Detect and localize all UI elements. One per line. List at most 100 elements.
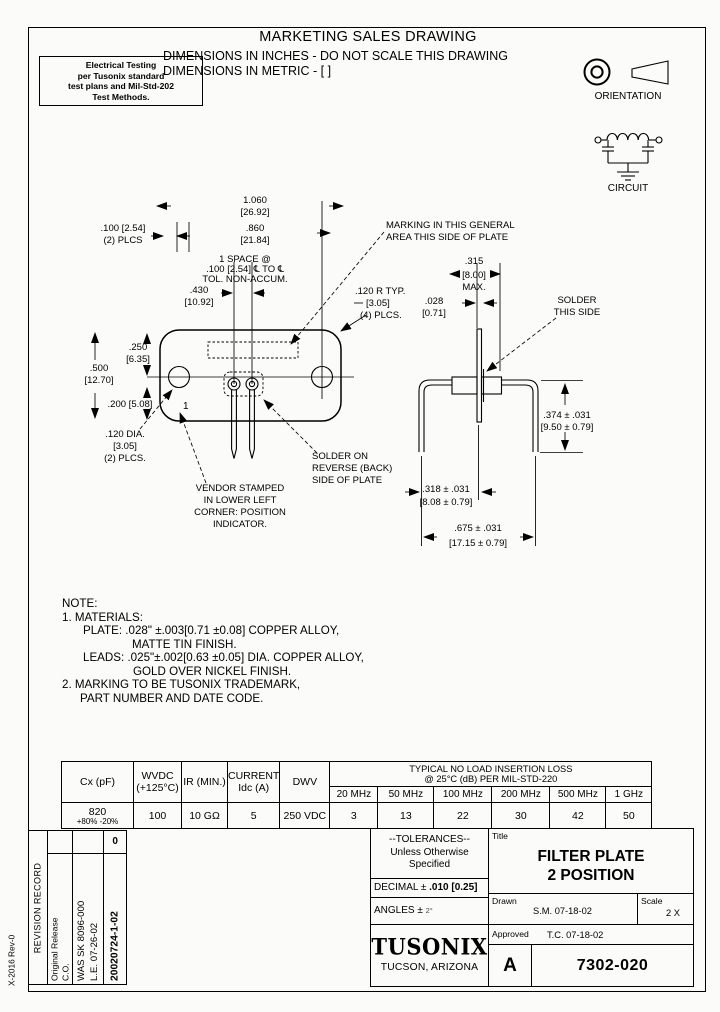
note-line: PLATE: .028" ±.003[0.71 ±0.08] COPPER AL… (83, 624, 340, 637)
logo-city: TUCSON, ARIZONA (380, 962, 479, 973)
tolerances-line: --TOLERANCES-- (389, 834, 470, 845)
test-note-line: per Tusonix standard (77, 70, 165, 81)
revision-description-line: C.O. (59, 962, 70, 981)
electrical-testing-note-box: Electrical Testing per Tusonix standard … (39, 56, 203, 106)
logo-cell: TUSONIX TUCSON, ARIZONA (371, 925, 489, 986)
cell-loss: 22 (433, 802, 493, 829)
technical-drawing: ORIENTATION CIRCUIT (84, 58, 669, 549)
dim-200: .200 [5.08] (108, 399, 153, 410)
cell-dwv: 250 VDC (279, 802, 331, 829)
note-title: NOTE: (62, 597, 98, 610)
vendor-note-line4: INDICATOR. (213, 519, 267, 530)
dim-374-in: .374 ± .031 (543, 410, 590, 421)
decimal-value: .010 [0.25] (429, 882, 478, 893)
scale-label: Scale (641, 896, 663, 906)
cell-current: 5 (226, 802, 281, 829)
drawn-cell: Drawn S.M. 07-18-02 (489, 894, 638, 925)
tolerances-cell: --TOLERANCES-- Unless Otherwise Specifie… (371, 829, 489, 879)
approved-label: Approved (492, 929, 529, 939)
dim-120r-line2: [3.05] (366, 298, 390, 309)
dim-374-mm: [9.50 ± 0.79] (541, 422, 594, 433)
dim-250-in: .250 (129, 342, 148, 353)
marking-note-line1: MARKING IN THIS GENERAL (386, 220, 515, 231)
page-title: MARKETING SALES DRAWING (259, 29, 477, 45)
form-number: X-2016 Rev-0 (6, 934, 17, 986)
dim-500-mm: [12.70] (84, 375, 113, 386)
cell-loss: 30 (491, 802, 551, 829)
note-line: LEADS: .025"±.002[0.63 ±0.05] DIA. COPPE… (83, 651, 364, 664)
dim-675-mm: [17.15 ± 0.79] (449, 538, 507, 549)
dim-120dia-line3: (2) PLCS. (104, 453, 146, 464)
space-note-line2: .100 [2.54] ℄ TO ℄ (206, 264, 285, 275)
spec-row: 820+80% -20% 100 10 GΩ 5 250 VDC 3 13 22… (61, 802, 653, 829)
drawing-title-cell: Title FILTER PLATE 2 POSITION (489, 829, 693, 894)
cell-loss: 13 (377, 802, 435, 829)
drawing-title-line1: FILTER PLATE (537, 848, 645, 865)
col-header-ir: IR (MIN.) (181, 761, 228, 803)
vendor-note-line2: IN LOWER LEFT (204, 495, 277, 506)
test-note-line: Electrical Testing (85, 60, 157, 70)
sheet-border (28, 27, 706, 992)
cell-loss: 42 (549, 802, 607, 829)
solder-area-outline (223, 371, 264, 397)
revision-number: 0 (104, 831, 126, 854)
note-line: PART NUMBER AND DATE CODE. (80, 691, 264, 705)
dim-120r-line3: (4) PLCS. (360, 310, 402, 321)
revision-record-label-col: REVISION RECORD (29, 831, 48, 984)
drawn-label: Drawn (492, 896, 517, 906)
vendor-note-line1: VENDOR STAMPED (196, 483, 285, 494)
marking-note-line2: AREA THIS SIDE OF PLATE (386, 232, 508, 243)
title-label: Title (492, 831, 508, 841)
dim-500-in: .500 (90, 363, 109, 374)
dim-028-mm: [0.71] (422, 308, 446, 319)
solder-side-line1: SOLDER (557, 295, 596, 306)
plate-outline (159, 329, 342, 422)
side-view (418, 263, 539, 452)
decimal-label: DECIMAL ± (374, 882, 430, 893)
dim-100-plcs-in: .100 [2.54] (101, 223, 146, 234)
lead-right-inner (502, 384, 534, 452)
cell-wvdc: 100 (133, 802, 182, 829)
solder-reverse-line2: REVERSE (BACK) (312, 463, 392, 474)
note-line: 2. MARKING TO BE TUSONIX TRADEMARK, (62, 678, 301, 691)
space-note-line3: TOL. NON-ACCUM. (202, 274, 287, 285)
plate-side-outline (476, 328, 483, 423)
marking-area-outline (207, 341, 299, 359)
solder-reverse-line3: SIDE OF PLATE (312, 475, 382, 486)
dim-318-in: .318 ± .031 (422, 484, 469, 495)
freq-header: 200 MHz (491, 786, 551, 803)
dim-675-in: .675 ± .031 (454, 523, 501, 534)
space-note-line1: 1 SPACE @ (219, 254, 271, 265)
dim-430-in: .430 (190, 285, 209, 296)
dim-860-mm: [21.84] (240, 235, 269, 246)
header-subtitle-inches: DIMENSIONS IN INCHES - DO NOT SCALE THIS… (163, 49, 508, 63)
pin-2 (249, 390, 255, 459)
ferrule-right (480, 376, 503, 395)
dim-315-mm: [8.00] (462, 270, 486, 281)
side-view-dimensions: .315 [8.00] MAX. .028 [0.71] SOLDER THIS… (405, 256, 600, 549)
angles-label: ANGLES ± (374, 905, 426, 916)
cell-loss: 50 (605, 802, 653, 829)
solder-reverse-line1: SOLDER ON (312, 451, 368, 462)
note-line: 1. MATERIALS: (62, 610, 143, 624)
revision-change-col: WAS SK 8096-000 L.E. 07-26-02 (72, 831, 105, 984)
revision-change-line: L.E. 07-26-02 (88, 922, 100, 981)
dim-315-max: MAX. (462, 282, 485, 293)
lead-left-inner (423, 384, 452, 452)
front-view-dimensions: 1.060 [26.92] .100 [2.54] (2) PLCS .860 … (84, 195, 514, 530)
revision-header-cell (47, 831, 72, 854)
orientation-icon: ORIENTATION (583, 58, 669, 102)
test-note-line: Test Methods. (92, 91, 150, 102)
decimal-tolerance-cell: DECIMAL ± .010 [0.25] (371, 879, 489, 898)
angles-tolerance-cell: ANGLES ± 2° (371, 898, 489, 925)
dim-315-in: .315 (465, 256, 484, 267)
col-header-cx: Cx (pF) (61, 761, 134, 803)
drawn-value: S.M. 07-18-02 (533, 906, 592, 916)
dim-120r-line1: .120 R TYP. (355, 286, 405, 297)
size-letter: A (489, 945, 532, 986)
tusonix-logo: TUSONIX (371, 933, 488, 960)
scale-value: 2 X (666, 908, 680, 918)
materials-note: NOTE: 1. MATERIALS: PLATE: .028" ±.003[0… (62, 597, 364, 705)
